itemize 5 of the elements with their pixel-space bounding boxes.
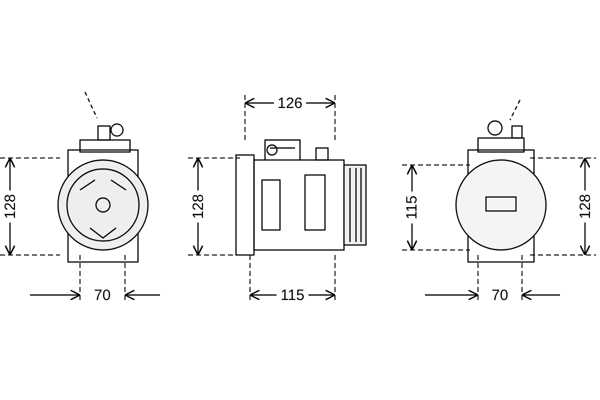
dimension-label: 70 [92,288,113,302]
dimension-label: 126 [276,96,305,110]
dimension-label: 70 [490,288,510,302]
dimension-label: 115 [404,194,420,222]
dimension-label: 115 [278,288,306,302]
